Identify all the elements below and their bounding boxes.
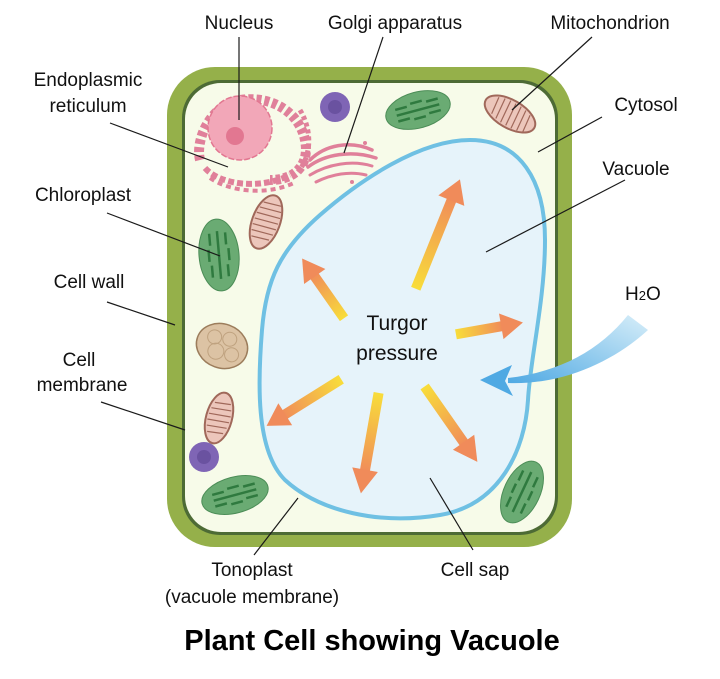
label-cell-sap: Cell sap [441, 560, 510, 581]
storage-granule [195, 322, 249, 370]
leader-cell-sap [429, 477, 474, 551]
label-cell-membrane-line2: membrane [37, 375, 128, 396]
leader-cell-membrane [100, 401, 186, 431]
label-chloroplast: Chloroplast [35, 185, 132, 206]
turgor-arrow-lower-left [266, 374, 344, 426]
leader-cell-wall [106, 301, 176, 326]
turgor-arrow-down [352, 392, 384, 494]
water-inflow-arrow [480, 315, 648, 396]
leader-cytosol [537, 116, 603, 153]
leader-chloroplast [106, 212, 221, 257]
label-vacuole: Vacuole [602, 159, 669, 180]
label-turgor-line1: Turgor [366, 312, 427, 335]
turgor-arrow-up [411, 179, 465, 291]
leader-mitochondrion [511, 36, 593, 111]
endoplasmic-reticulum [194, 94, 312, 193]
leader-er [109, 122, 229, 168]
label-nucleus: Nucleus [205, 13, 274, 34]
turgor-arrow-upper-left [302, 258, 349, 322]
chloroplast-bottom-left [201, 475, 269, 515]
label-cytosol: Cytosol [614, 95, 677, 116]
vesicle-top [320, 92, 350, 122]
leader-lines [100, 36, 626, 556]
label-turgor-line2: pressure [356, 342, 438, 365]
turgor-arrows [266, 179, 523, 494]
leader-tonoplast [253, 497, 299, 556]
label-cell-wall: Cell wall [54, 272, 125, 293]
label-water: H2O [625, 284, 661, 305]
nucleus [207, 95, 273, 161]
label-tonoplast-line1: Tonoplast [211, 560, 293, 581]
vesicle-left [189, 442, 219, 472]
leader-golgi [343, 36, 384, 154]
label-tonoplast-line2: (vacuole membrane) [165, 587, 339, 608]
vacuole [257, 137, 548, 521]
nucleolus [226, 127, 244, 145]
label-mitochondrion: Mitochondrion [550, 13, 669, 34]
chloroplast-bottom-right [500, 460, 544, 524]
leader-vacuole [485, 179, 626, 253]
turgor-arrow-lower-right [420, 383, 478, 462]
label-cell-membrane-line1: Cell [63, 350, 96, 371]
golgi-apparatus [306, 141, 378, 184]
chloroplast-top [385, 90, 451, 130]
mitochondrion-top-right [483, 94, 537, 134]
mitochondrion-left-upper [248, 194, 284, 250]
diagram-title: Plant Cell showing Vacuole [184, 625, 559, 657]
label-er-line1: Endoplasmic [34, 70, 143, 91]
label-golgi-apparatus: Golgi apparatus [328, 13, 462, 34]
turgor-arrow-right [455, 313, 523, 340]
label-er-line2: reticulum [49, 96, 126, 117]
mitochondrion-left-lower [203, 391, 235, 445]
